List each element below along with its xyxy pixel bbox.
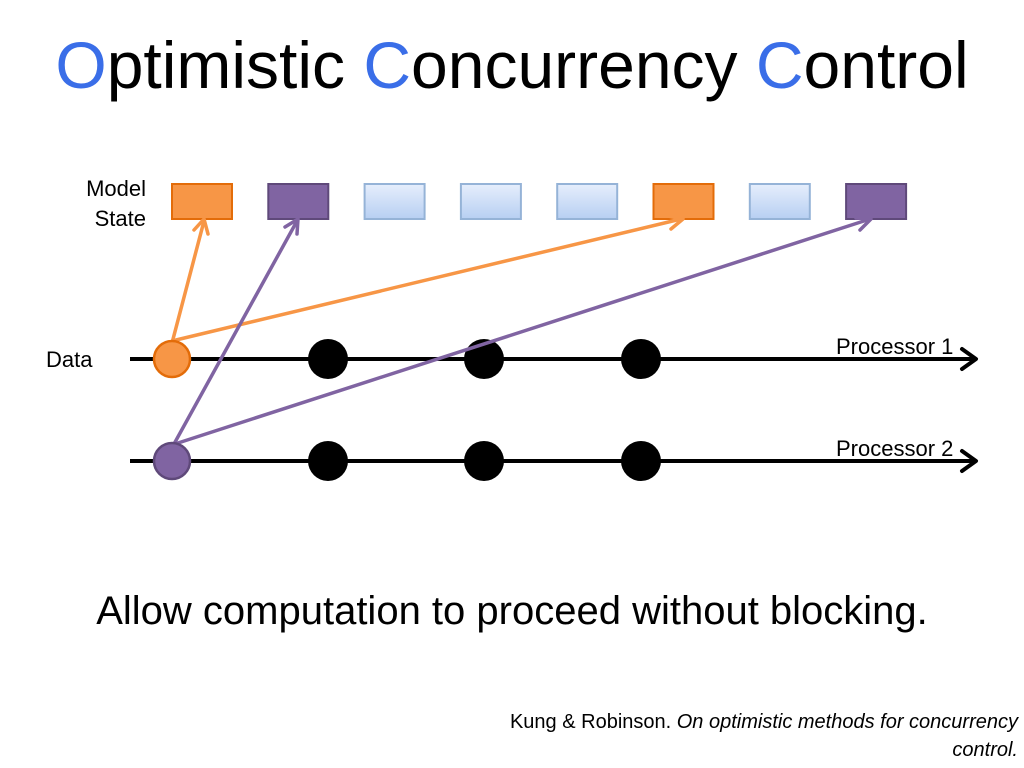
title-initial-c2: C	[755, 28, 804, 102]
processor-2-arrowhead	[960, 449, 978, 473]
model-state-box-1-orange	[171, 183, 233, 220]
title-word-rest-3: ontrol	[803, 28, 969, 102]
citation-authors: Kung & Robinson.	[509, 711, 677, 733]
processor-2-dot-2	[464, 441, 504, 481]
purple-arrowhead-2	[854, 216, 873, 232]
title-word-rest-2: oncurrency	[411, 28, 756, 102]
model-state-box-4-blue	[459, 183, 522, 220]
title-initial-c1: C	[363, 28, 412, 102]
model-state-box-8-purple	[845, 183, 908, 220]
model-state-box-3-blue	[363, 183, 426, 220]
model-state-row	[171, 183, 908, 220]
model-state-box-7-blue	[748, 183, 811, 220]
title-word-rest-1: ptimistic	[106, 28, 364, 102]
data-label: Data	[46, 347, 93, 372]
citation-title-line1: On optimistic methods for concurrency	[676, 711, 1018, 733]
processor-2-timeline	[130, 441, 978, 481]
orange-arrow-2	[174, 217, 683, 342]
slide-caption: Allow computation to proceed without blo…	[96, 589, 928, 633]
orange-arrows	[170, 214, 685, 345]
model-state-box-5-blue	[556, 183, 619, 220]
orange-arrow-1	[170, 219, 206, 345]
orange-arrowhead-2	[666, 214, 685, 231]
purple-arrow-1	[172, 219, 299, 446]
model-state-label-line1: Model	[86, 176, 146, 201]
title-initial-o: O	[55, 28, 107, 102]
orange-arrowhead-1	[192, 217, 210, 236]
processor-1-arrowhead	[960, 347, 978, 371]
citation-line-1: Kung & Robinson. On optimistic methods f…	[398, 708, 1018, 736]
processor-1-dot-3	[621, 339, 661, 379]
data-point-processor-1	[152, 339, 192, 379]
purple-arrow-2	[176, 217, 872, 445]
model-state-label-line2: State	[94, 206, 146, 231]
processor-1-dot-1	[308, 339, 348, 379]
citation-title-line2: control.	[952, 739, 1018, 761]
processor-1-label: Processor 1	[836, 334, 954, 359]
data-point-processor-2	[152, 441, 192, 481]
purple-arrowhead-1	[283, 217, 300, 236]
model-state-box-6-orange	[652, 183, 715, 220]
processor-1-timeline	[130, 339, 978, 379]
model-state-label: Model State	[40, 174, 146, 234]
processor-2-dot-3	[621, 441, 661, 481]
processor-2-label: Processor 2	[836, 436, 954, 461]
purple-arrows	[172, 216, 873, 446]
citation: Kung & Robinson. On optimistic methods f…	[398, 708, 1018, 764]
slide-title: Optimistic Concurrency Control	[0, 22, 1024, 108]
processor-2-dot-1	[308, 441, 348, 481]
model-state-box-2-purple	[267, 183, 330, 220]
